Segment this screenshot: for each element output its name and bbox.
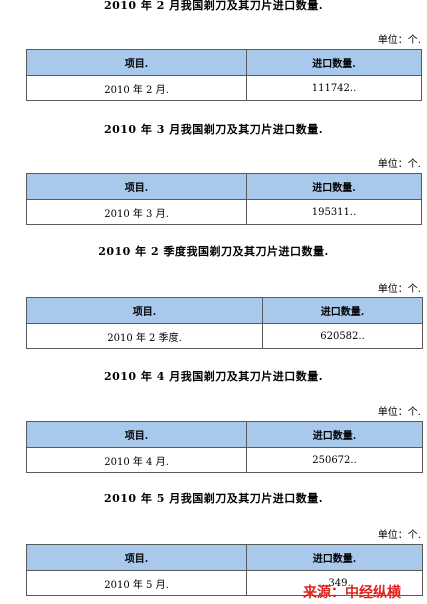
data-table: 项目. 进口数量. 2010 年 2 季度. 620582.. bbox=[26, 297, 423, 349]
table-row: 2010 年 2 季度. 620582.. bbox=[26, 323, 423, 349]
header-item: 项目. bbox=[26, 297, 263, 324]
table-header-row: 项目. 进口数量. bbox=[26, 544, 423, 571]
section-title: 2010 年 2 季度我国剃刀及其刀片进口数量. bbox=[98, 245, 329, 258]
cell-quantity: …349. bbox=[246, 570, 423, 596]
table-header-row: 项目. 进口数量. bbox=[26, 297, 423, 324]
section-title: 2010 年 5 月我国剃刀及其刀片进口数量. bbox=[103, 492, 324, 505]
header-import-quantity: 进口数量. bbox=[246, 173, 422, 200]
header-import-quantity: 进口数量. bbox=[262, 297, 423, 324]
table-header-row: 项目. 进口数量. bbox=[26, 421, 423, 448]
unit-label: 单位：个. bbox=[377, 530, 421, 541]
header-import-quantity: 进口数量. bbox=[246, 49, 422, 76]
unit-label: 单位：个. bbox=[377, 159, 421, 170]
cell-period: 2010 年 4 月. bbox=[26, 447, 247, 473]
unit-label: 单位：个. bbox=[377, 284, 421, 295]
table-row: 2010 年 2 月. 111742.. bbox=[26, 75, 422, 101]
cell-period: 2010 年 3 月. bbox=[26, 199, 247, 225]
header-import-quantity: 进口数量. bbox=[246, 544, 423, 571]
section-title: 2010 年 2 月我国剃刀及其刀片进口数量. bbox=[103, 0, 324, 12]
data-table: 项目. 进口数量. 2010 年 4 月. 250672.. bbox=[26, 421, 423, 473]
table-header-row: 项目. 进口数量. bbox=[26, 49, 422, 76]
unit-label: 单位：个. bbox=[377, 35, 421, 46]
cell-period: 2010 年 2 季度. bbox=[26, 323, 263, 349]
cell-quantity: 620582.. bbox=[262, 323, 423, 349]
section-title: 2010 年 3 月我国剃刀及其刀片进口数量. bbox=[103, 123, 324, 136]
cell-quantity: 111742.. bbox=[246, 75, 422, 101]
unit-label: 单位：个. bbox=[377, 407, 421, 418]
header-item: 项目. bbox=[26, 49, 247, 76]
table-row: 2010 年 4 月. 250672.. bbox=[26, 447, 423, 473]
header-import-quantity: 进口数量. bbox=[246, 421, 423, 448]
source-watermark: 来源：中经纵横 bbox=[303, 585, 401, 601]
cell-quantity: 195311.. bbox=[246, 199, 422, 225]
data-table: 项目. 进口数量. 2010 年 5 月. …349. bbox=[26, 544, 423, 596]
table-row: 2010 年 3 月. 195311.. bbox=[26, 199, 422, 225]
header-item: 项目. bbox=[26, 421, 247, 448]
table-header-row: 项目. 进口数量. bbox=[26, 173, 422, 200]
data-table: 项目. 进口数量. 2010 年 3 月. 195311.. bbox=[26, 173, 422, 225]
data-table: 项目. 进口数量. 2010 年 2 月. 111742.. bbox=[26, 49, 422, 101]
header-item: 项目. bbox=[26, 544, 247, 571]
section-title: 2010 年 4 月我国剃刀及其刀片进口数量. bbox=[103, 370, 324, 383]
header-item: 项目. bbox=[26, 173, 247, 200]
cell-quantity: 250672.. bbox=[246, 447, 423, 473]
table-row: 2010 年 5 月. …349. bbox=[26, 570, 423, 596]
cell-period: 2010 年 5 月. bbox=[26, 570, 247, 596]
cell-period: 2010 年 2 月. bbox=[26, 75, 247, 101]
